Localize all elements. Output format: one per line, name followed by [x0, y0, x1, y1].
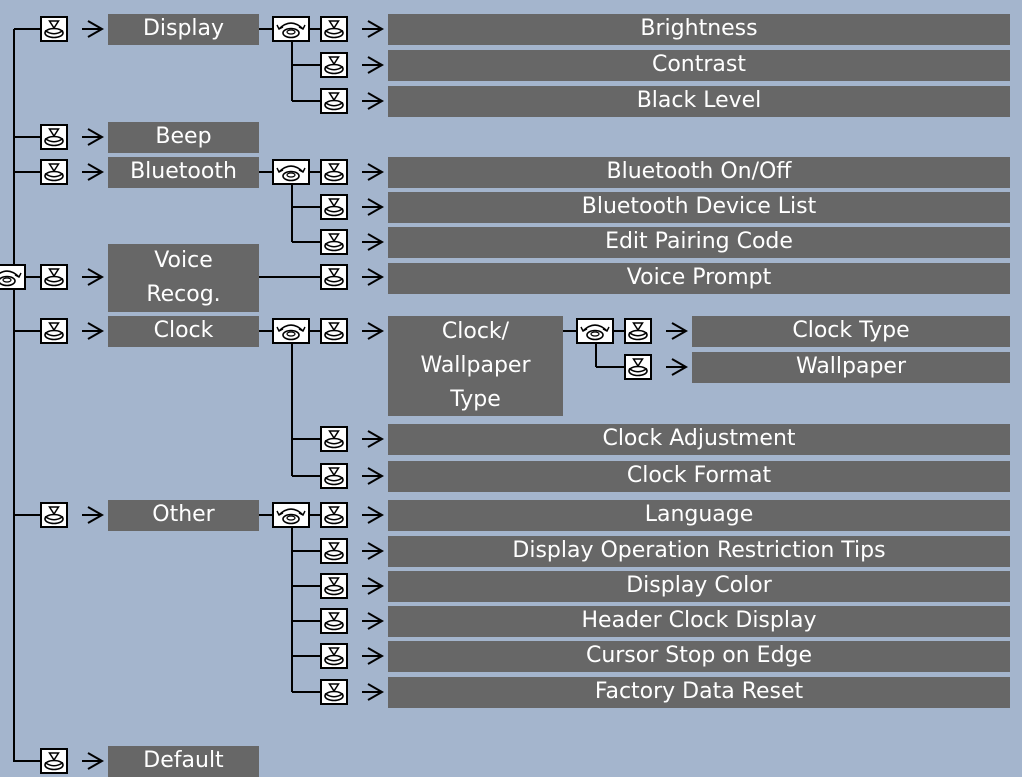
menu-contrast: Contrast [388, 50, 1010, 81]
press-button-icon [40, 159, 68, 185]
press-button-icon [320, 538, 348, 564]
press-button-icon [40, 318, 68, 344]
arrow-icon [367, 92, 385, 110]
press-button-icon [40, 502, 68, 528]
press-button-icon [320, 463, 348, 489]
menu-display-color: Display Color [388, 571, 1010, 602]
menu-edit-pairing-code: Edit Pairing Code [388, 227, 1010, 258]
arrow-icon [367, 542, 385, 560]
rotary-knob-icon [272, 16, 310, 42]
arrow-icon [671, 358, 689, 376]
press-button-icon [320, 502, 348, 528]
arrow-icon [367, 683, 385, 701]
menu-bluetooth: Bluetooth [108, 157, 259, 188]
press-button-icon [40, 16, 68, 42]
menu-factory-data-reset: Factory Data Reset [388, 677, 1010, 708]
rotary-knob-icon [272, 159, 310, 185]
arrow-icon [87, 268, 105, 286]
menu-clock-wallpaper-type: Clock/ Wallpaper Type [388, 316, 563, 416]
press-button-icon [320, 426, 348, 452]
rotary-knob-icon [0, 264, 26, 290]
menu-clock-adjustment: Clock Adjustment [388, 424, 1010, 455]
arrow-icon [367, 322, 385, 340]
press-button-icon [40, 264, 68, 290]
arrow-icon [367, 198, 385, 216]
press-button-icon [320, 679, 348, 705]
press-button-icon [40, 124, 68, 150]
press-button-icon [320, 16, 348, 42]
press-button-icon [40, 748, 68, 774]
press-button-icon [320, 318, 348, 344]
press-button-icon [320, 159, 348, 185]
arrow-icon [87, 20, 105, 38]
arrow-icon [367, 20, 385, 38]
rotary-knob-icon [272, 318, 310, 344]
menu-display: Display [108, 14, 259, 45]
menu-voice-prompt: Voice Prompt [388, 263, 1010, 294]
menu-clock-type: Clock Type [692, 316, 1010, 347]
arrow-icon [367, 430, 385, 448]
press-button-icon [320, 608, 348, 634]
arrow-icon [367, 233, 385, 251]
menu-header-clock-display: Header Clock Display [388, 606, 1010, 637]
arrow-icon [367, 577, 385, 595]
arrow-icon [367, 56, 385, 74]
menu-clock-format: Clock Format [388, 461, 1010, 492]
arrow-icon [367, 163, 385, 181]
arrow-icon [87, 322, 105, 340]
menu-display-operation-restriction-tips: Display Operation Restriction Tips [388, 536, 1010, 567]
rotary-knob-icon [272, 502, 310, 528]
arrow-icon [87, 752, 105, 770]
menu-default: Default [108, 746, 259, 777]
menu-black-level: Black Level [388, 86, 1010, 117]
menu-voice-recog: Voice Recog. [108, 244, 259, 312]
arrow-icon [87, 163, 105, 181]
menu-other: Other [108, 500, 259, 531]
press-button-icon [320, 643, 348, 669]
press-button-icon [320, 573, 348, 599]
arrow-icon [367, 467, 385, 485]
arrow-icon [87, 506, 105, 524]
press-button-icon [320, 194, 348, 220]
menu-clock: Clock [108, 316, 259, 347]
menu-language: Language [388, 500, 1010, 531]
press-button-icon [320, 264, 348, 290]
arrow-icon [87, 128, 105, 146]
arrow-icon [367, 647, 385, 665]
arrow-icon [367, 268, 385, 286]
menu-bluetooth-device-list: Bluetooth Device List [388, 192, 1010, 223]
press-button-icon [320, 229, 348, 255]
press-button-icon [624, 318, 652, 344]
menu-beep: Beep [108, 122, 259, 153]
menu-bluetooth-on-off: Bluetooth On/Off [388, 157, 1010, 188]
arrow-icon [367, 612, 385, 630]
press-button-icon [320, 52, 348, 78]
press-button-icon [624, 354, 652, 380]
menu-brightness: Brightness [388, 14, 1010, 45]
press-button-icon [320, 88, 348, 114]
arrow-icon [367, 506, 385, 524]
menu-wallpaper: Wallpaper [692, 352, 1010, 383]
rotary-knob-icon [576, 318, 614, 344]
menu-cursor-stop-on-edge: Cursor Stop on Edge [388, 641, 1010, 672]
arrow-icon [671, 322, 689, 340]
